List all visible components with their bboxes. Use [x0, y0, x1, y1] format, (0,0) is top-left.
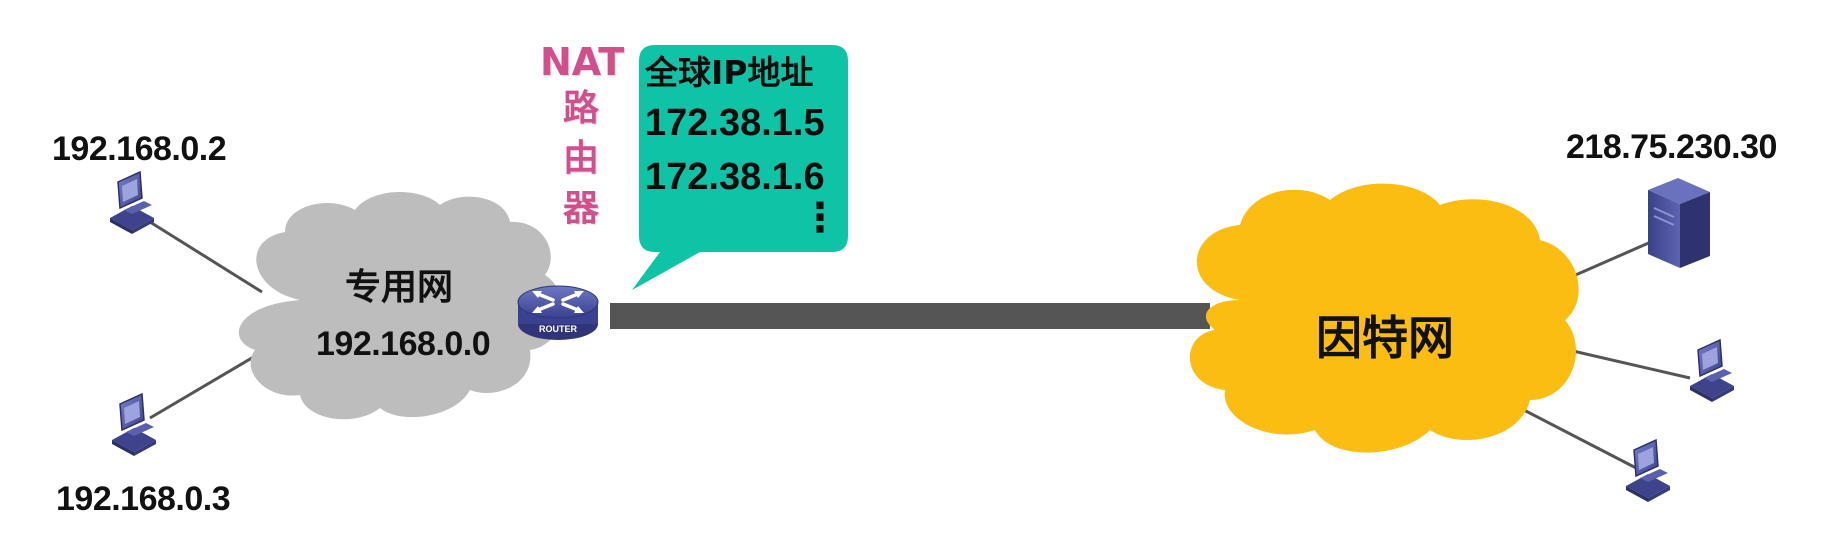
- private-network-address: 192.168.0.0: [316, 325, 491, 363]
- server-icon: [1648, 178, 1710, 268]
- callout-title: 全球IP地址: [645, 53, 814, 92]
- nat-label-line3: 由: [562, 138, 599, 179]
- nat-router-label: NAT 路 由 器: [540, 40, 625, 234]
- global-ip-callout: [632, 45, 848, 290]
- internet-cloud: [1189, 183, 1579, 453]
- callout-address: 172.38.1.5: [645, 102, 825, 144]
- internet-name: 因特网: [1316, 311, 1454, 365]
- host-ip-label-top-left: 192.168.0.2: [52, 130, 227, 168]
- link-pc-top-left: [149, 220, 263, 294]
- wan-link: [610, 303, 1210, 329]
- server-ip-label: 218.75.230.30: [1566, 128, 1777, 166]
- link-pc-right-mid: [1559, 346, 1691, 380]
- nat-label-line1: NAT: [540, 40, 625, 84]
- callout-address: 172.38.1.6: [645, 156, 825, 198]
- nat-label-line4: 器: [562, 188, 599, 229]
- private-network-name: 专用网: [345, 267, 454, 308]
- nat-label-line2: 路: [562, 88, 599, 129]
- callout-text: 全球IP地址 172.38.1.5 172.38.1.6: [645, 50, 825, 204]
- link-pc-bottom-left: [149, 350, 263, 420]
- link-pc-right-bottom: [1519, 406, 1641, 472]
- private-network-cloud: [238, 192, 563, 420]
- callout-ellipsis: ⋮: [800, 195, 840, 241]
- router-icon: ROUTER: [517, 285, 599, 340]
- pc-icon: [109, 171, 155, 235]
- host-ip-label-bottom-left: 192.168.0.3: [56, 480, 231, 518]
- pc-icon: [111, 393, 157, 457]
- router-badge: ROUTER: [539, 324, 578, 334]
- pc-icon: [1689, 339, 1735, 403]
- pc-icon: [1625, 439, 1671, 503]
